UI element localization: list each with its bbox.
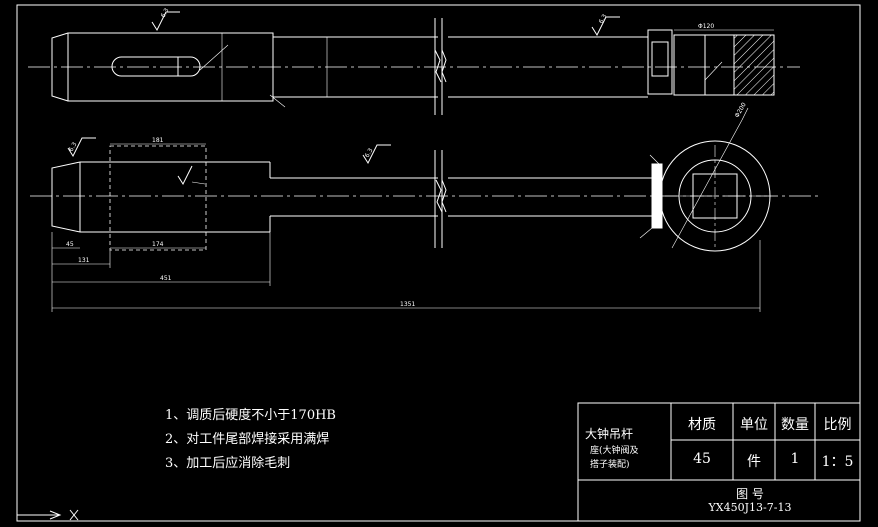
dim-body-length: 451 bbox=[160, 275, 172, 282]
dim-head-length: 131 bbox=[78, 257, 90, 264]
qty-value: 1 bbox=[790, 451, 800, 467]
dim-fitting-diameter: Φ120 bbox=[698, 23, 714, 30]
dim-key-width-top: 181 bbox=[152, 137, 164, 144]
dim-chamfer-length: 45 bbox=[66, 241, 74, 248]
ucs-marker bbox=[17, 509, 79, 521]
scale-value: 1：5 bbox=[821, 454, 854, 470]
dim-overall-length: 1351 bbox=[400, 301, 415, 308]
top-view bbox=[28, 11, 800, 115]
part-name: 大钟吊杆 bbox=[585, 427, 634, 441]
note-2: 2、对工件尾部焊接采用满焊 bbox=[165, 432, 330, 447]
drawing-number-value: YX450J13-7-13 bbox=[708, 501, 792, 514]
part-sub-2: 搭子装配) bbox=[590, 460, 630, 470]
roughness-value-3: 6.3 bbox=[68, 141, 79, 153]
title-block bbox=[577, 402, 861, 522]
note-1: 1、调质后硬度不小于170HB bbox=[165, 408, 336, 423]
material-value: 45 bbox=[693, 451, 711, 467]
side-view bbox=[30, 107, 820, 312]
material-label: 材质 bbox=[688, 417, 716, 433]
drawing-number-label: 图 号 bbox=[736, 487, 764, 501]
unit-value: 件 bbox=[747, 454, 761, 470]
unit-label: 单位 bbox=[740, 417, 768, 433]
drawing-border bbox=[16, 4, 861, 522]
dim-key-width-bottom: 174 bbox=[152, 241, 164, 248]
dim-eye-diameter: Φ200 bbox=[734, 101, 748, 119]
scale-label: 比例 bbox=[823, 417, 852, 433]
roughness-value-4: 6.3 bbox=[364, 147, 375, 159]
roughness-value-2: 6.3 bbox=[598, 13, 609, 25]
part-sub-1: 座(大钟阀及 bbox=[590, 446, 639, 456]
qty-label: 数量 bbox=[781, 417, 809, 433]
roughness-value-1: 6.3 bbox=[160, 7, 171, 19]
note-3: 3、加工后应消除毛刺 bbox=[165, 456, 291, 471]
